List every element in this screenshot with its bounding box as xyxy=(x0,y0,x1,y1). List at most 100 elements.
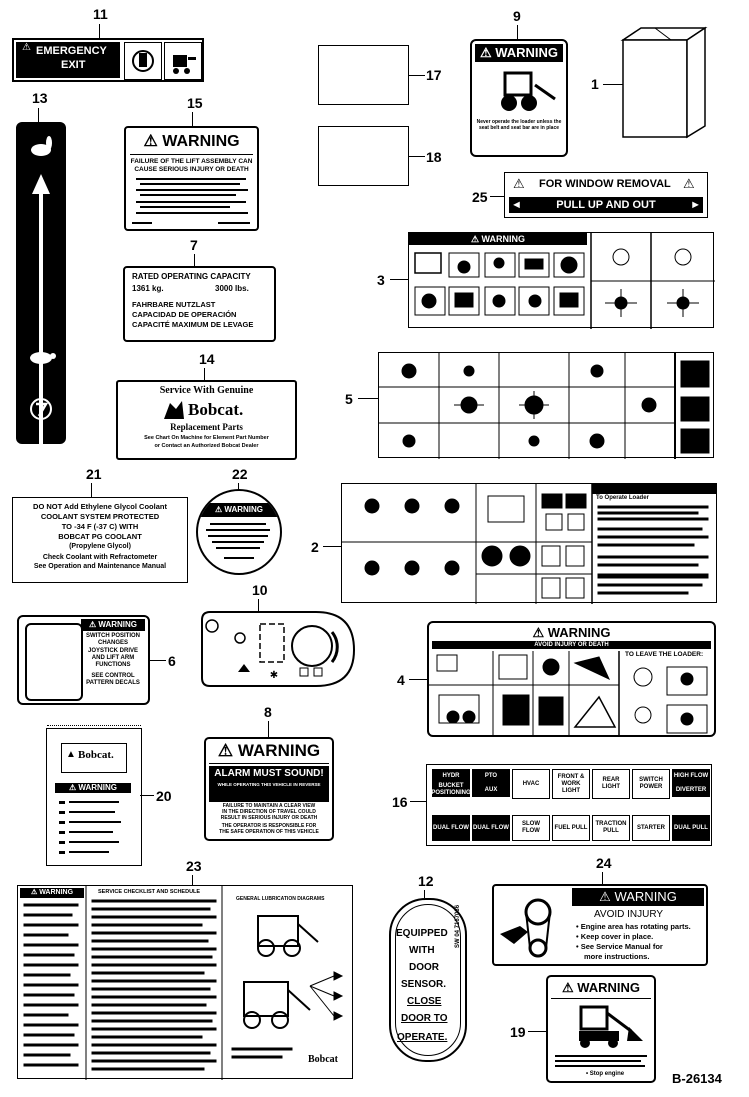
decal-12-line4: SENSOR. xyxy=(401,979,447,990)
callout-17: 17 xyxy=(426,67,442,83)
decal-warning-24: ⚠ WARNING AVOID INJURY • Engine area has… xyxy=(492,884,708,966)
decal-8-line6: THE OPERATOR IS RESPONSIBLE FOR xyxy=(221,823,317,829)
callout-19: 19 xyxy=(510,1024,526,1040)
decal-6-line1: SWITCH POSITION xyxy=(86,633,140,639)
decal-warning-9: ⚠ WARNING Never operate the loader unles… xyxy=(470,39,568,157)
decal-blank-17 xyxy=(318,45,409,105)
decal-warning-19: ⚠ WARNING • Stop engine xyxy=(546,975,656,1083)
bobcat-logo-icon: ▲ xyxy=(66,749,76,760)
text-lines xyxy=(59,801,121,854)
decal-7-lbs: 3000 lbs. xyxy=(215,284,249,293)
text-lines xyxy=(206,523,270,559)
leader-line xyxy=(238,483,239,489)
decal-gauge-panel-10: ✱ xyxy=(201,611,356,687)
warning-triangle-icon: ⚠ xyxy=(470,234,480,244)
decal-7-line1: RATED OPERATING CAPACITY xyxy=(132,272,251,281)
decal-12-line7: OPERATE. xyxy=(397,1032,448,1043)
callout-5: 5 xyxy=(345,391,353,407)
decal-6-line2: CHANGES xyxy=(97,640,128,646)
decal-24-sub: AVOID INJURY xyxy=(594,909,664,920)
decal-11-line2: EXIT xyxy=(61,59,86,71)
callout-8: 8 xyxy=(264,704,272,720)
decal-door-sensor-12: EQUIPPED WITH DOOR SENSOR. CLOSE DOOR TO… xyxy=(389,898,467,1062)
decal-7-line2: FAHRBARE NUTZLAST xyxy=(132,300,216,309)
decal-warning-6: ⚠ WARNING SWITCH POSITION CHANGES JOYSTI… xyxy=(17,615,150,705)
warning-triangle-icon: ⚠ xyxy=(22,42,31,53)
warning-triangle-icon: ⚠ xyxy=(214,505,223,514)
decal-9-body: Never operate the loader unless the seat… xyxy=(476,119,562,131)
decal-24-heading: WARNING xyxy=(614,889,677,904)
loader-icon xyxy=(501,71,556,111)
decal-14-line1: Service With Genuine xyxy=(159,385,254,396)
decal-8-line7: THE SAFE OPERATION OF THIS VEHICLE xyxy=(219,829,319,835)
switch-label: DIVERTER xyxy=(672,783,710,797)
leader-line xyxy=(192,112,193,126)
decal-warning-3: ⚠ WARNING xyxy=(408,232,715,329)
warning-triangle-icon: ⚠ xyxy=(68,783,77,792)
leader-line xyxy=(528,1031,546,1032)
decal-8-line4: IN THE DIRECTION OF TRAVEL COULD xyxy=(222,809,316,815)
decal-15-heading: WARNING xyxy=(162,133,240,150)
decal-4-sub: AVOID INJURY OR DEATH xyxy=(432,641,711,649)
pictogram-grid xyxy=(414,233,715,329)
decal-warning-22: ⚠ WARNING xyxy=(196,489,282,575)
leader-line xyxy=(268,721,269,737)
warning-triangle-icon: ⚠ xyxy=(143,133,158,150)
callout-21: 21 xyxy=(86,466,102,482)
decal-8-line3: FAILURE TO MAINTAIN A CLEAR VIEW xyxy=(222,803,316,809)
leader-line xyxy=(410,801,426,802)
leader-line xyxy=(424,890,425,898)
decal-6-heading: WARNING xyxy=(98,620,138,629)
decal-6-line6: SEE CONTROL xyxy=(91,673,135,679)
decal-21-line1: DO NOT Add Ethylene Glycol Coolant xyxy=(33,502,167,511)
decal-7-kg: 1361 kg. xyxy=(132,284,164,293)
decal-7-line3: CAPACIDAD DE OPERACIÓN xyxy=(132,310,237,319)
decal-12-line5: CLOSE xyxy=(407,996,442,1007)
decal-6-line3: JOYSTICK DRIVE xyxy=(87,648,138,654)
decal-window-removal: ⚠ FOR WINDOW REMOVAL ⚠ ◄ PULL UP AND OUT… xyxy=(504,172,708,218)
rotating-parts-icon xyxy=(500,898,552,958)
warning-triangle-icon: ⚠ xyxy=(683,176,695,191)
decal-22-heading: WARNING xyxy=(224,505,264,514)
decal-coolant-21: DO NOT Add Ethylene Glycol Coolant COOLA… xyxy=(12,497,188,583)
warning-triangle-icon: ⚠ xyxy=(599,889,611,904)
box-icon xyxy=(620,26,708,139)
switch-label: SWITCH POWER xyxy=(632,769,670,799)
pictogram-grid xyxy=(429,651,708,735)
decal-12-line1: EQUIPPED xyxy=(396,928,448,939)
switch-label: PTO xyxy=(472,769,510,783)
leader-line xyxy=(390,279,408,280)
callout-24: 24 xyxy=(596,855,612,871)
svg-text:✱: ✱ xyxy=(270,670,278,681)
warning-triangle-icon: ⚠ xyxy=(479,45,492,60)
callout-12: 12 xyxy=(418,873,434,889)
switch-label: HYDR xyxy=(432,769,470,783)
switch-label: SLOW FLOW xyxy=(512,815,550,841)
leader-line xyxy=(517,25,518,39)
callout-9: 9 xyxy=(513,8,521,24)
switch-label: FUEL PULL xyxy=(552,815,590,841)
decal-2-title: To Operate Loader xyxy=(596,495,649,501)
callout-25: 25 xyxy=(472,189,488,205)
hand-icon xyxy=(124,42,162,80)
callout-14: 14 xyxy=(199,351,215,367)
decal-14-line3: See Chart On Machine for Element Part Nu… xyxy=(144,435,269,441)
warning-triangle-icon: ⚠ xyxy=(513,176,525,191)
switch-label: TRACTION PULL xyxy=(592,815,630,841)
decal-21-line4: BOBCAT PG COOLANT xyxy=(58,532,142,541)
decal-6-line5: FUNCTIONS xyxy=(95,662,131,668)
decal-23-title1: SERVICE CHECKLIST AND SCHEDULE xyxy=(98,889,201,895)
decal-23-heading: WARNING xyxy=(39,889,74,896)
switch-label: HIGH FLOW xyxy=(672,769,710,783)
leader-line xyxy=(91,483,92,497)
callout-1: 1 xyxy=(591,76,599,92)
decal-9-heading: WARNING xyxy=(495,45,559,60)
decal-genuine-parts: Service With Genuine Bobcat. Replacement… xyxy=(116,380,297,460)
decal-7-line4: CAPACITÉ MAXIMUM DE LEVAGE xyxy=(132,320,254,329)
decal-15-line2: CAUSE SERIOUS INJURY OR DEATH xyxy=(134,166,249,173)
leader-line xyxy=(140,795,154,796)
switch-label: AUX xyxy=(472,783,510,797)
callout-6: 6 xyxy=(168,653,176,669)
switch-label: DUAL PULL xyxy=(672,815,710,841)
